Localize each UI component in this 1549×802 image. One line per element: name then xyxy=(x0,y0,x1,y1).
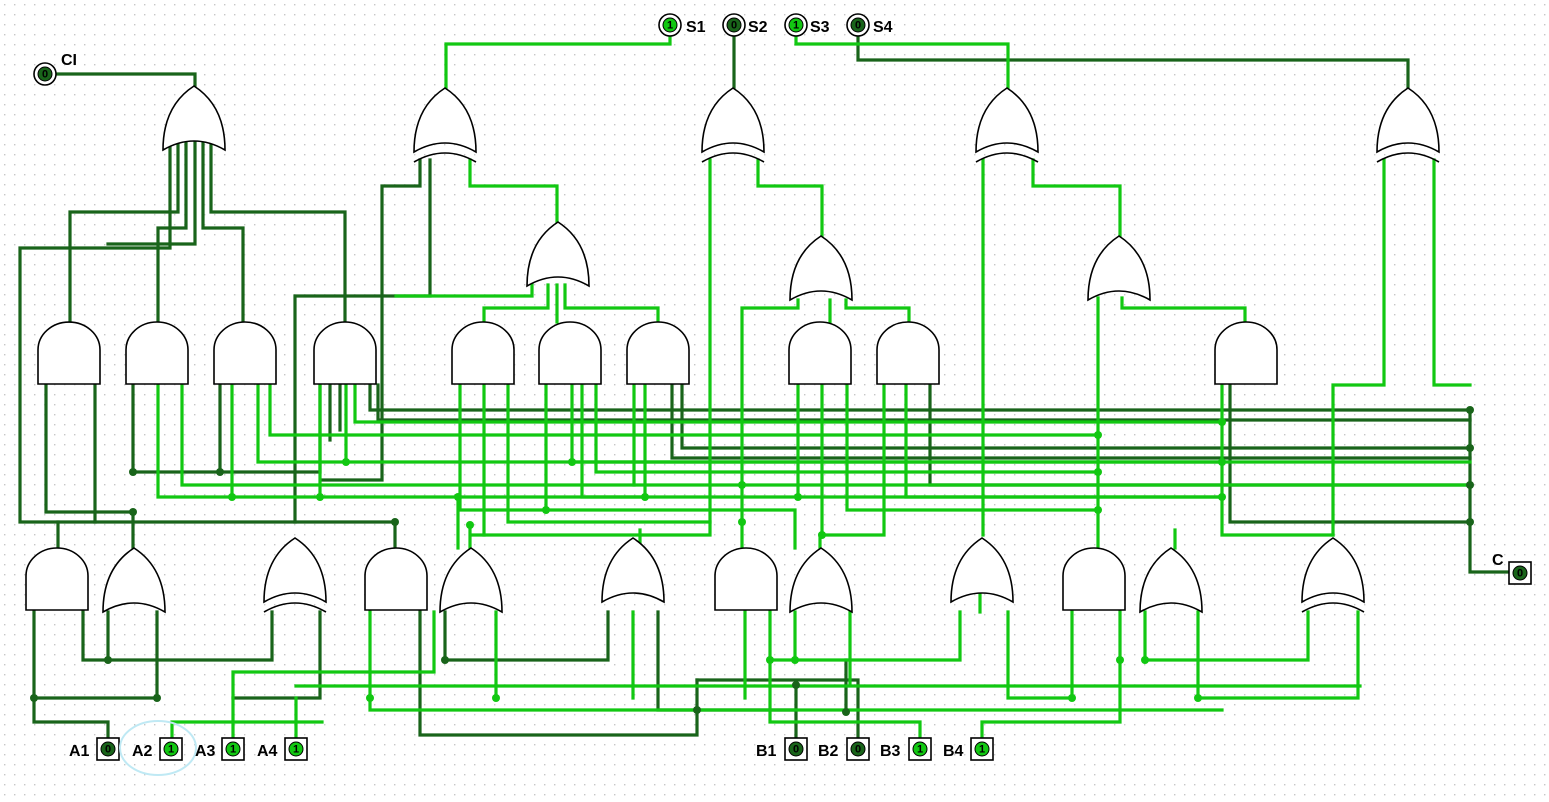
svg-text:1: 1 xyxy=(168,744,174,756)
input-pin-b3[interactable]: 1 xyxy=(908,737,932,761)
selection-highlight xyxy=(119,720,197,776)
output-pin-s4: 0 xyxy=(846,13,870,37)
input-pin-a1[interactable]: 0 xyxy=(96,737,120,761)
svg-text:0: 0 xyxy=(42,69,48,81)
output-label-s1: S1 xyxy=(686,19,706,36)
carry-in-pin: 0 xyxy=(33,62,57,86)
input-label-a4: A4 xyxy=(257,743,278,760)
carry-in-label: CI xyxy=(61,52,77,69)
svg-text:0: 0 xyxy=(105,744,111,756)
svg-text:1: 1 xyxy=(230,744,236,756)
junctions-layer xyxy=(30,406,1474,716)
input-label-b3: B3 xyxy=(880,743,901,760)
output-label-s2: S2 xyxy=(748,19,768,36)
output-pin-s2: 0 xyxy=(722,13,746,37)
input-label-b1: B1 xyxy=(756,743,777,760)
input-label-b4: B4 xyxy=(943,743,964,760)
svg-text:0: 0 xyxy=(731,20,737,32)
input-pin-b2[interactable]: 0 xyxy=(846,737,870,761)
carry-out-pin[interactable]: 0 xyxy=(1508,561,1532,585)
output-label-s4: S4 xyxy=(873,19,893,36)
svg-text:1: 1 xyxy=(979,744,985,756)
input-pin-a2[interactable]: 1 xyxy=(159,737,183,761)
svg-text:0: 0 xyxy=(793,744,799,756)
gates-layer xyxy=(25,85,1440,614)
output-label-s3: S3 xyxy=(810,19,830,36)
input-pin-a3[interactable]: 1 xyxy=(221,737,245,761)
input-label-a2: A2 xyxy=(132,743,153,760)
svg-text:0: 0 xyxy=(1517,568,1523,580)
input-pin-a4[interactable]: 1 xyxy=(284,737,308,761)
input-label-a3: A3 xyxy=(195,743,216,760)
output-pin-s1: 1 xyxy=(658,13,682,37)
svg-text:1: 1 xyxy=(293,744,299,756)
carry-out-label: C xyxy=(1492,552,1504,569)
input-pin-b1[interactable]: 0 xyxy=(784,737,808,761)
input-label-a1: A1 xyxy=(69,743,90,760)
svg-text:1: 1 xyxy=(667,20,673,32)
input-label-b2: B2 xyxy=(818,743,839,760)
svg-text:0: 0 xyxy=(855,20,861,32)
svg-text:1: 1 xyxy=(917,744,923,756)
wires-high xyxy=(156,36,1472,740)
output-pin-s3: 1 xyxy=(784,13,808,37)
svg-text:0: 0 xyxy=(855,744,861,756)
input-pin-b4[interactable]: 1 xyxy=(970,737,994,761)
pins-layer: 1 0 1 0 0 0 1 1 1 0 0 1 1 0 xyxy=(33,13,1532,761)
svg-text:1: 1 xyxy=(793,20,799,32)
